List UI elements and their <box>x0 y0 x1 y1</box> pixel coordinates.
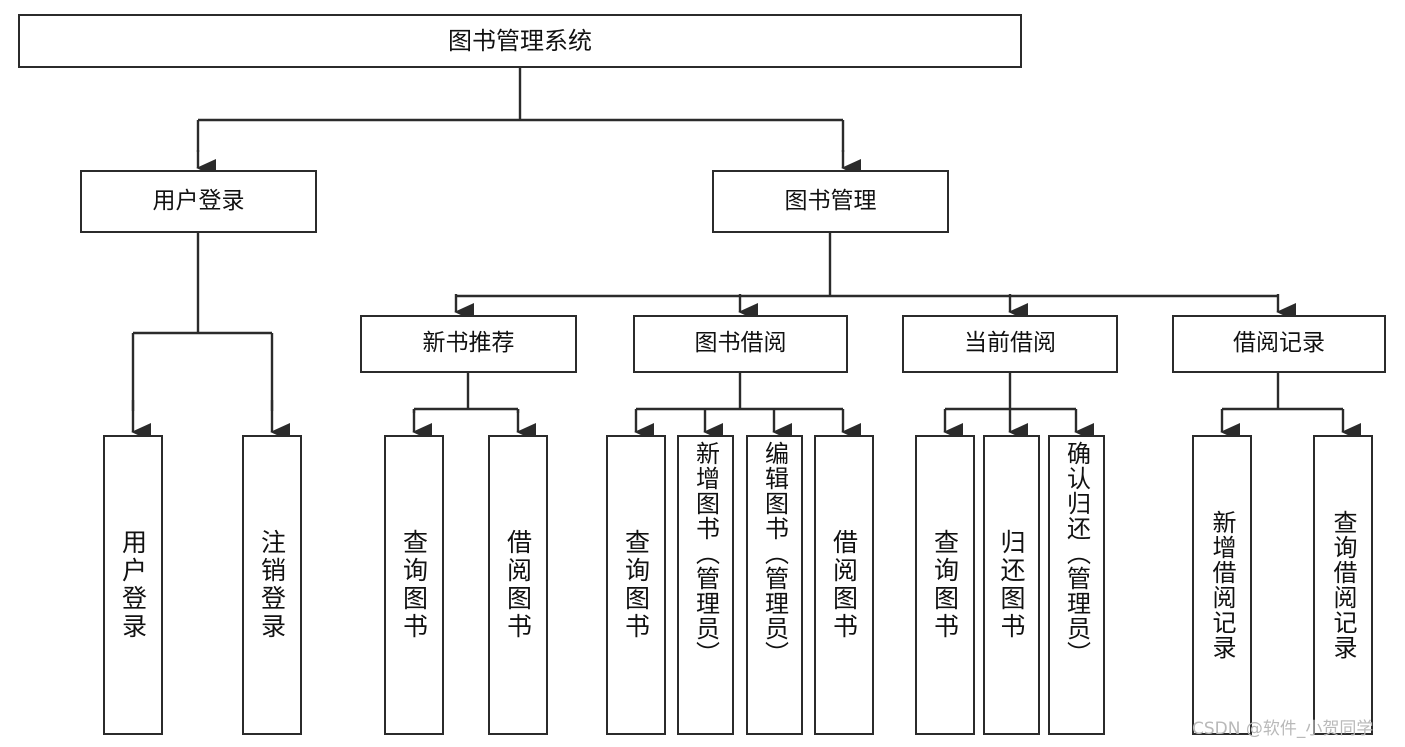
leaf-borrow-book-recommend[interactable]: 借阅图书 <box>488 435 548 735</box>
node-label: 查询借阅记录 <box>1329 510 1357 660</box>
csdn-watermark: CSDN @软件_小贺同学 <box>1192 719 1374 739</box>
node-label: 查询图书 <box>930 529 960 641</box>
node-borrow-record[interactable]: 借阅记录 <box>1172 315 1386 373</box>
leaf-confirm-return-admin[interactable]: 确认归还（管理员） <box>1048 435 1105 735</box>
leaf-add-book-admin[interactable]: 新增图书（管理员） <box>677 435 734 735</box>
node-label: 编辑图书（管理员） <box>760 441 789 666</box>
node-label: 图书借阅 <box>694 330 787 357</box>
node-label: 用户登录 <box>152 187 245 214</box>
leaf-borrow-book[interactable]: 借阅图书 <box>814 435 874 735</box>
node-label: 新书推荐 <box>422 330 515 357</box>
node-book-management[interactable]: 图书管理 <box>712 170 949 233</box>
node-label: 用户登录 <box>118 529 148 641</box>
node-label: 借阅图书 <box>503 529 533 641</box>
leaf-add-borrow-record[interactable]: 新增借阅记录 <box>1192 435 1252 735</box>
leaf-user-login[interactable]: 用户登录 <box>103 435 163 735</box>
leaf-query-book-current[interactable]: 查询图书 <box>915 435 975 735</box>
node-current-borrow[interactable]: 当前借阅 <box>902 315 1118 373</box>
leaf-return-book[interactable]: 归还图书 <box>983 435 1040 735</box>
node-book-borrow[interactable]: 图书借阅 <box>633 315 848 373</box>
node-label: 查询图书 <box>621 529 651 641</box>
node-root-system[interactable]: 图书管理系统 <box>18 14 1022 68</box>
node-label: 注销登录 <box>257 529 287 641</box>
node-label: 当前借阅 <box>964 330 1056 357</box>
leaf-query-borrow-record[interactable]: 查询借阅记录 <box>1313 435 1373 735</box>
node-label: 借阅记录 <box>1233 330 1325 357</box>
node-label: 确认归还（管理员） <box>1062 441 1091 666</box>
node-label: 图书管理 <box>784 187 877 214</box>
node-user-login[interactable]: 用户登录 <box>80 170 317 233</box>
node-label: 查询图书 <box>399 529 429 641</box>
node-label: 图书管理系统 <box>448 26 592 55</box>
node-label: 借阅图书 <box>829 529 859 641</box>
node-label: 新增借阅记录 <box>1208 510 1236 660</box>
leaf-query-book-recommend[interactable]: 查询图书 <box>384 435 444 735</box>
leaf-logout[interactable]: 注销登录 <box>242 435 302 735</box>
leaf-edit-book-admin[interactable]: 编辑图书（管理员） <box>746 435 803 735</box>
node-new-book-recommend[interactable]: 新书推荐 <box>360 315 577 373</box>
node-label: 归还图书 <box>997 529 1026 641</box>
node-label: 新增图书（管理员） <box>691 441 720 666</box>
leaf-query-book-borrow[interactable]: 查询图书 <box>606 435 666 735</box>
